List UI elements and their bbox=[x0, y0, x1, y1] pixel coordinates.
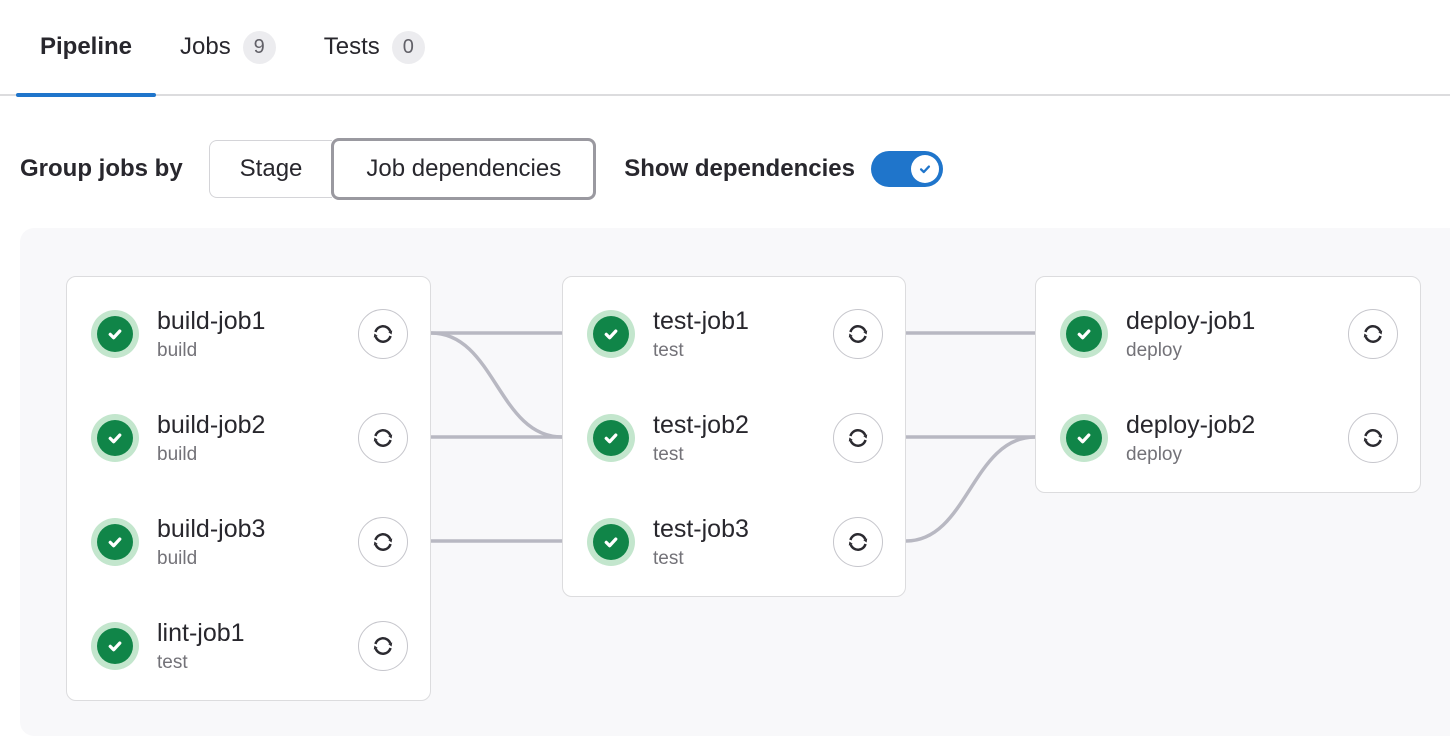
job-row: build-job1 build bbox=[67, 282, 430, 386]
tab-pipeline[interactable]: Pipeline bbox=[16, 0, 157, 97]
group-by-job-dependencies-button[interactable]: Job dependencies bbox=[331, 138, 597, 200]
status-success-icon bbox=[91, 310, 139, 358]
show-dependencies-label: Show dependencies bbox=[624, 155, 855, 182]
job-row: build-job2 build bbox=[67, 386, 430, 490]
job-link[interactable]: build-job2 build bbox=[157, 410, 266, 465]
retry-button[interactable] bbox=[1348, 413, 1398, 463]
dependency-link bbox=[430, 331, 563, 439]
retry-button[interactable] bbox=[358, 517, 408, 567]
tab-pipeline-label: Pipeline bbox=[40, 33, 133, 60]
retry-button[interactable] bbox=[358, 413, 408, 463]
retry-button[interactable] bbox=[833, 413, 883, 463]
retry-icon bbox=[848, 325, 868, 343]
tab-tests-badge: 0 bbox=[391, 30, 425, 64]
job-row: test-job1 test bbox=[563, 282, 905, 386]
job-link[interactable]: test-job1 test bbox=[653, 306, 749, 361]
job-link[interactable]: test-job3 test bbox=[653, 514, 749, 569]
job-group-card: deploy-job1 deploy deploy-job2 deploy bbox=[1035, 276, 1421, 493]
status-success-icon bbox=[91, 414, 139, 462]
pipeline-graph: build-job1 build build-job2 build bbox=[20, 228, 1450, 736]
group-by-stage-button[interactable]: Stage bbox=[208, 140, 333, 198]
status-success-icon bbox=[91, 518, 139, 566]
job-link[interactable]: lint-job1 test bbox=[157, 618, 245, 673]
retry-icon bbox=[848, 533, 868, 551]
job-row: deploy-job1 deploy bbox=[1036, 282, 1420, 386]
status-success-icon bbox=[1060, 310, 1108, 358]
status-success-icon bbox=[587, 518, 635, 566]
status-success-icon bbox=[91, 622, 139, 670]
retry-icon bbox=[1363, 429, 1383, 447]
check-icon bbox=[919, 165, 930, 174]
job-link[interactable]: build-job1 build bbox=[157, 306, 266, 361]
job-link[interactable]: test-job2 test bbox=[653, 410, 749, 465]
job-row: build-job3 build bbox=[67, 490, 430, 594]
graph-controls: Group jobs by Stage Job dependencies Sho… bbox=[20, 138, 1450, 200]
retry-button[interactable] bbox=[833, 309, 883, 359]
job-row: test-job2 test bbox=[563, 386, 905, 490]
dependency-link bbox=[905, 435, 1036, 543]
job-link[interactable]: deploy-job2 deploy bbox=[1126, 410, 1256, 465]
tab-tests-label: Tests bbox=[323, 33, 380, 60]
status-success-icon bbox=[587, 310, 635, 358]
job-row: test-job3 test bbox=[563, 490, 905, 594]
dependency-links bbox=[430, 331, 1036, 543]
retry-icon bbox=[373, 429, 393, 447]
job-row: deploy-job2 deploy bbox=[1036, 386, 1420, 490]
job-link[interactable]: deploy-job1 deploy bbox=[1126, 306, 1256, 361]
job-group-card: test-job1 test test-job2 test bbox=[562, 276, 906, 597]
retry-icon bbox=[1363, 325, 1383, 343]
show-dependencies-toggle[interactable] bbox=[870, 151, 943, 187]
group-jobs-by-label: Group jobs by bbox=[20, 155, 183, 182]
retry-icon bbox=[373, 325, 393, 343]
tab-jobs-label: Jobs bbox=[180, 33, 231, 60]
tab-jobs[interactable]: Jobs 9 bbox=[156, 0, 300, 95]
tab-jobs-badge: 9 bbox=[242, 30, 276, 64]
retry-button[interactable] bbox=[358, 309, 408, 359]
retry-button[interactable] bbox=[833, 517, 883, 567]
status-success-icon bbox=[1060, 414, 1108, 462]
status-success-icon bbox=[587, 414, 635, 462]
toggle-knob bbox=[910, 155, 939, 183]
retry-icon bbox=[848, 429, 868, 447]
retry-button[interactable] bbox=[1348, 309, 1398, 359]
job-link[interactable]: build-job3 build bbox=[157, 514, 266, 569]
retry-button[interactable] bbox=[358, 621, 408, 671]
pipeline-tab-bar: Pipeline Jobs 9 Tests 0 bbox=[0, 0, 1450, 97]
job-row: lint-job1 test bbox=[67, 594, 430, 698]
retry-icon bbox=[373, 533, 393, 551]
retry-icon bbox=[373, 637, 393, 655]
group-jobs-by-segmented-control: Stage Job dependencies bbox=[208, 138, 597, 200]
tab-tests[interactable]: Tests 0 bbox=[300, 0, 449, 95]
job-group-card: build-job1 build build-job2 build bbox=[66, 276, 431, 701]
